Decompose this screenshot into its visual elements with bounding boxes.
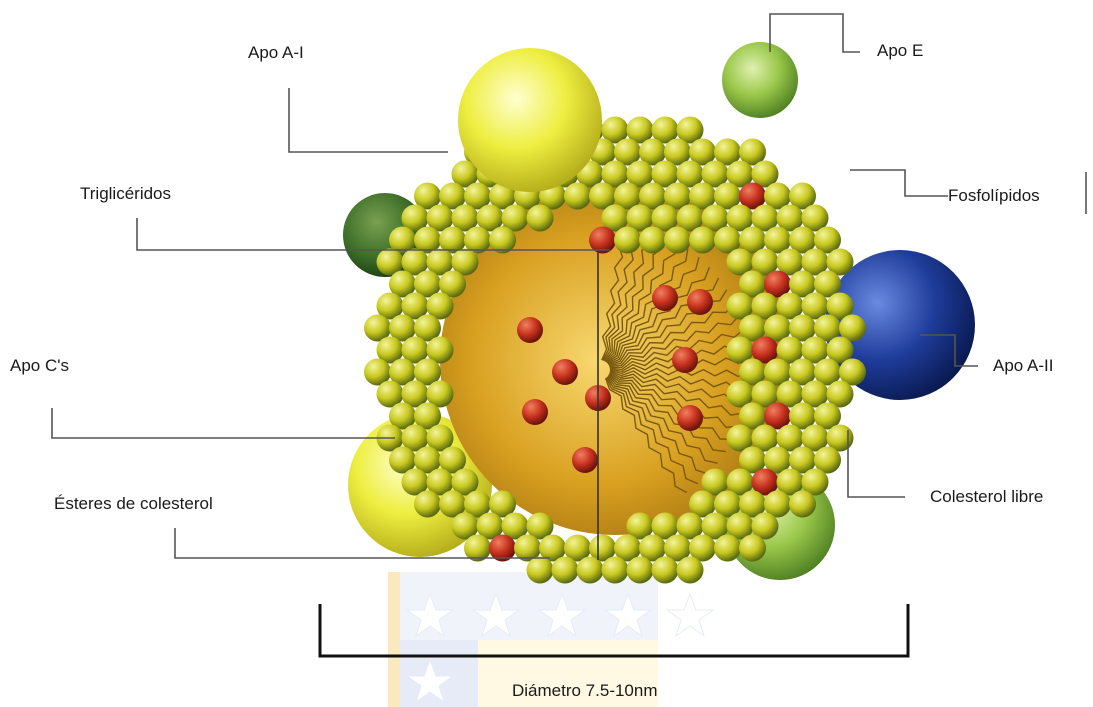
cholesterol-ester-bead bbox=[672, 347, 698, 373]
fosfolipidos-leader bbox=[850, 170, 948, 196]
phospholipid-bead bbox=[602, 557, 629, 584]
trigliceridos-label: Triglicéridos bbox=[80, 185, 171, 202]
cholesterol-ester-bead bbox=[677, 405, 703, 431]
cholesterol-ester-bead bbox=[552, 359, 578, 385]
cholesterol-ester-bead bbox=[652, 285, 678, 311]
phospholipid-bead bbox=[577, 557, 604, 584]
cholesterol-ester-bead bbox=[522, 399, 548, 425]
phospholipid-bead bbox=[689, 227, 716, 254]
diametro-label: Diámetro 7.5-10nm bbox=[512, 682, 658, 699]
cholesterol-ester-bead bbox=[687, 289, 713, 315]
apo-ai-label: Apo A-I bbox=[248, 44, 304, 61]
phospholipid-bead bbox=[414, 491, 441, 518]
phospholipid-bead bbox=[789, 491, 816, 518]
apo-cs-label: Apo C's bbox=[10, 357, 69, 374]
esteres-label: Ésteres de colesterol bbox=[54, 495, 213, 512]
apo-e-leader bbox=[770, 14, 860, 52]
phospholipid-bead bbox=[714, 535, 741, 562]
phospholipid-bead bbox=[639, 227, 666, 254]
phospholipid-bead bbox=[739, 535, 766, 562]
phospholipid-bead bbox=[564, 183, 591, 210]
apo-e-label: Apo E bbox=[877, 42, 923, 59]
apo-cs-leader bbox=[52, 408, 395, 438]
apo-aii-label: Apo A-II bbox=[993, 357, 1053, 374]
cholesterol-ester-bead bbox=[572, 447, 598, 473]
cholesterol-ester-bead bbox=[517, 317, 543, 343]
phospholipid-bead bbox=[552, 557, 579, 584]
phospholipid-bead bbox=[614, 227, 641, 254]
apo-ai-leader bbox=[289, 88, 448, 152]
phospholipid-bead bbox=[677, 557, 704, 584]
phospholipid-bead bbox=[652, 557, 679, 584]
apo-ai-sphere bbox=[458, 48, 602, 192]
apo-e-sphere bbox=[722, 42, 798, 118]
phospholipid-bead bbox=[627, 557, 654, 584]
phospholipid-bead bbox=[664, 227, 691, 254]
phospholipid-bead bbox=[527, 557, 554, 584]
colesterol-leader bbox=[848, 430, 905, 497]
phospholipid-bead bbox=[527, 205, 554, 232]
colesterol-libre-label: Colesterol libre bbox=[930, 488, 1043, 505]
fosfolipidos-label: Fosfolípidos bbox=[948, 187, 1040, 204]
